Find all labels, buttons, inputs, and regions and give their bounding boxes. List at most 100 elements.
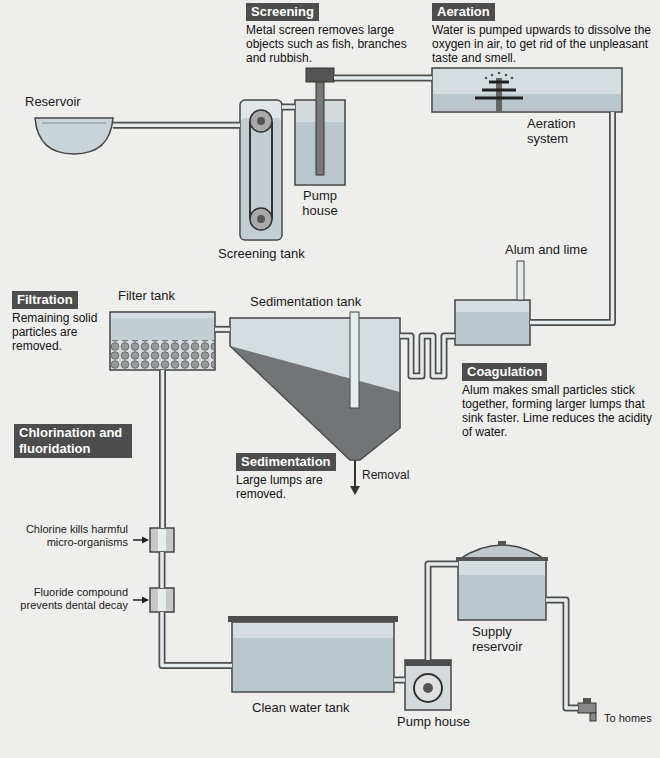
- stage-callout: Chlorination and fluoridation: [14, 424, 132, 458]
- tap-node: To homes: [578, 698, 602, 720]
- tank-node: Screening tank: [240, 100, 282, 240]
- part-label: Filter tank: [118, 288, 175, 303]
- part-label: To homes: [604, 712, 652, 725]
- screen-roller: [250, 208, 272, 230]
- pipe-bore: [345, 76, 432, 80]
- tank-water: [111, 318, 214, 340]
- junction-node: Chlorine kills harmful micro-organisms: [150, 528, 174, 552]
- callout-heading: Filtration: [12, 291, 78, 309]
- pipe-bore: [160, 552, 164, 588]
- tank-water: [433, 94, 621, 111]
- callout-body: Large lumps are removed.: [236, 473, 346, 501]
- pipe-wall: [113, 122, 240, 129]
- pipe-bore: [428, 564, 458, 660]
- tap-body: [578, 703, 596, 713]
- clean-water-tank: [232, 622, 394, 692]
- lid-band: [456, 557, 548, 561]
- water-pipe: [400, 336, 455, 376]
- callout-body: Remaining solid particles are removed.: [12, 311, 104, 353]
- water-surface: [42, 123, 106, 124]
- aeration-tank: [432, 68, 622, 112]
- leader-arrowhead: [142, 597, 149, 604]
- pipe-wall: [394, 677, 405, 684]
- tank-water: [459, 575, 545, 619]
- water-pipe: [345, 78, 432, 79]
- pipe-bore: [161, 370, 165, 528]
- pipe-wall: [400, 336, 455, 376]
- tank-water: [233, 638, 393, 691]
- pump-node: Pump house: [405, 660, 451, 710]
- part-label: Supply reservoir: [472, 624, 536, 654]
- removal-arrow: [354, 460, 356, 487]
- stage-callout: FiltrationRemaining solid particles are …: [12, 290, 104, 353]
- cascade-tray: [482, 89, 516, 92]
- alum-feed-pipe: [517, 261, 524, 300]
- tap-spout: [590, 713, 596, 721]
- pipe-bore: [394, 678, 405, 682]
- water-drop: [511, 77, 514, 80]
- sedimentation-tank: [230, 318, 400, 460]
- water-pipe: [546, 600, 578, 708]
- supply-reservoir: [458, 560, 546, 620]
- removal-arrowhead: [350, 486, 360, 495]
- part-label: Pump house: [295, 188, 345, 218]
- leader-arrow: [133, 599, 143, 601]
- tank-node: Clean water tank: [232, 622, 394, 692]
- tank-lid: [228, 616, 398, 622]
- part-label: Removal: [362, 468, 409, 482]
- water-drop: [498, 72, 501, 75]
- callout-heading: Coagulation: [462, 363, 547, 381]
- stage-callout: SedimentationLarge lumps are removed.: [236, 452, 346, 501]
- screen-belt: [271, 121, 273, 219]
- tank-node: Alum and lime: [455, 300, 530, 345]
- water-pipe: [428, 564, 458, 660]
- gravel-bed: [111, 340, 214, 369]
- water-drop: [491, 74, 494, 77]
- pump-shaft: [316, 80, 324, 175]
- pipe-wall: [159, 552, 166, 588]
- screening-tank: [240, 100, 282, 240]
- callout-heading: Aeration: [432, 3, 495, 21]
- pump-outlet-pipe: [334, 76, 345, 80]
- dosing-junction: [150, 588, 174, 612]
- tank-water: [241, 118, 281, 239]
- callout-body: Metal screen removes large objects such …: [246, 23, 421, 65]
- pump-wheel: [414, 674, 442, 702]
- part-label: Alum and lime: [505, 242, 587, 257]
- leader-arrowhead: [142, 537, 149, 544]
- sludge: [230, 346, 400, 460]
- tank-water: [456, 312, 529, 344]
- stage-callout: CoagulationAlum makes small particles st…: [462, 362, 654, 439]
- pipe-wall: [345, 75, 432, 82]
- roller-hub: [257, 117, 265, 125]
- reservoir-bowl: [35, 118, 113, 154]
- part-label: Aeration system: [527, 116, 597, 146]
- part-label: Pump house: [397, 714, 470, 729]
- pipe-wall: [546, 600, 578, 708]
- part-label: Clean water tank: [252, 700, 350, 715]
- pipe-bore: [282, 105, 295, 109]
- pipe-bore: [162, 612, 232, 665]
- screen-roller: [250, 110, 272, 132]
- stage-callout: ScreeningMetal screen removes large obje…: [246, 2, 421, 65]
- reservoir-node: Supply reservoir: [458, 540, 546, 620]
- reservoir-node: Reservoir: [35, 118, 113, 154]
- callout-heading: Screening: [246, 3, 319, 21]
- part-label: Chlorine kills harmful micro-organisms: [8, 523, 128, 549]
- callout-heading: Sedimentation: [236, 453, 336, 471]
- leader-arrow: [133, 539, 143, 541]
- filter-tank: [110, 312, 215, 370]
- pipe-wall: [162, 612, 232, 665]
- tank-node: Sedimentation tank: [230, 318, 400, 460]
- pipe-bore: [215, 328, 230, 332]
- pump-hub: [423, 683, 433, 693]
- callout-body: Water is pumped upwards to dissolve the …: [432, 23, 656, 65]
- water-pipe: [162, 552, 163, 588]
- inlet-baffle: [350, 312, 359, 408]
- pipe-bore: [113, 123, 240, 127]
- tap-handle: [583, 698, 591, 703]
- tank-node: Filter tank: [110, 312, 215, 370]
- pump-node: Pump house: [295, 68, 345, 185]
